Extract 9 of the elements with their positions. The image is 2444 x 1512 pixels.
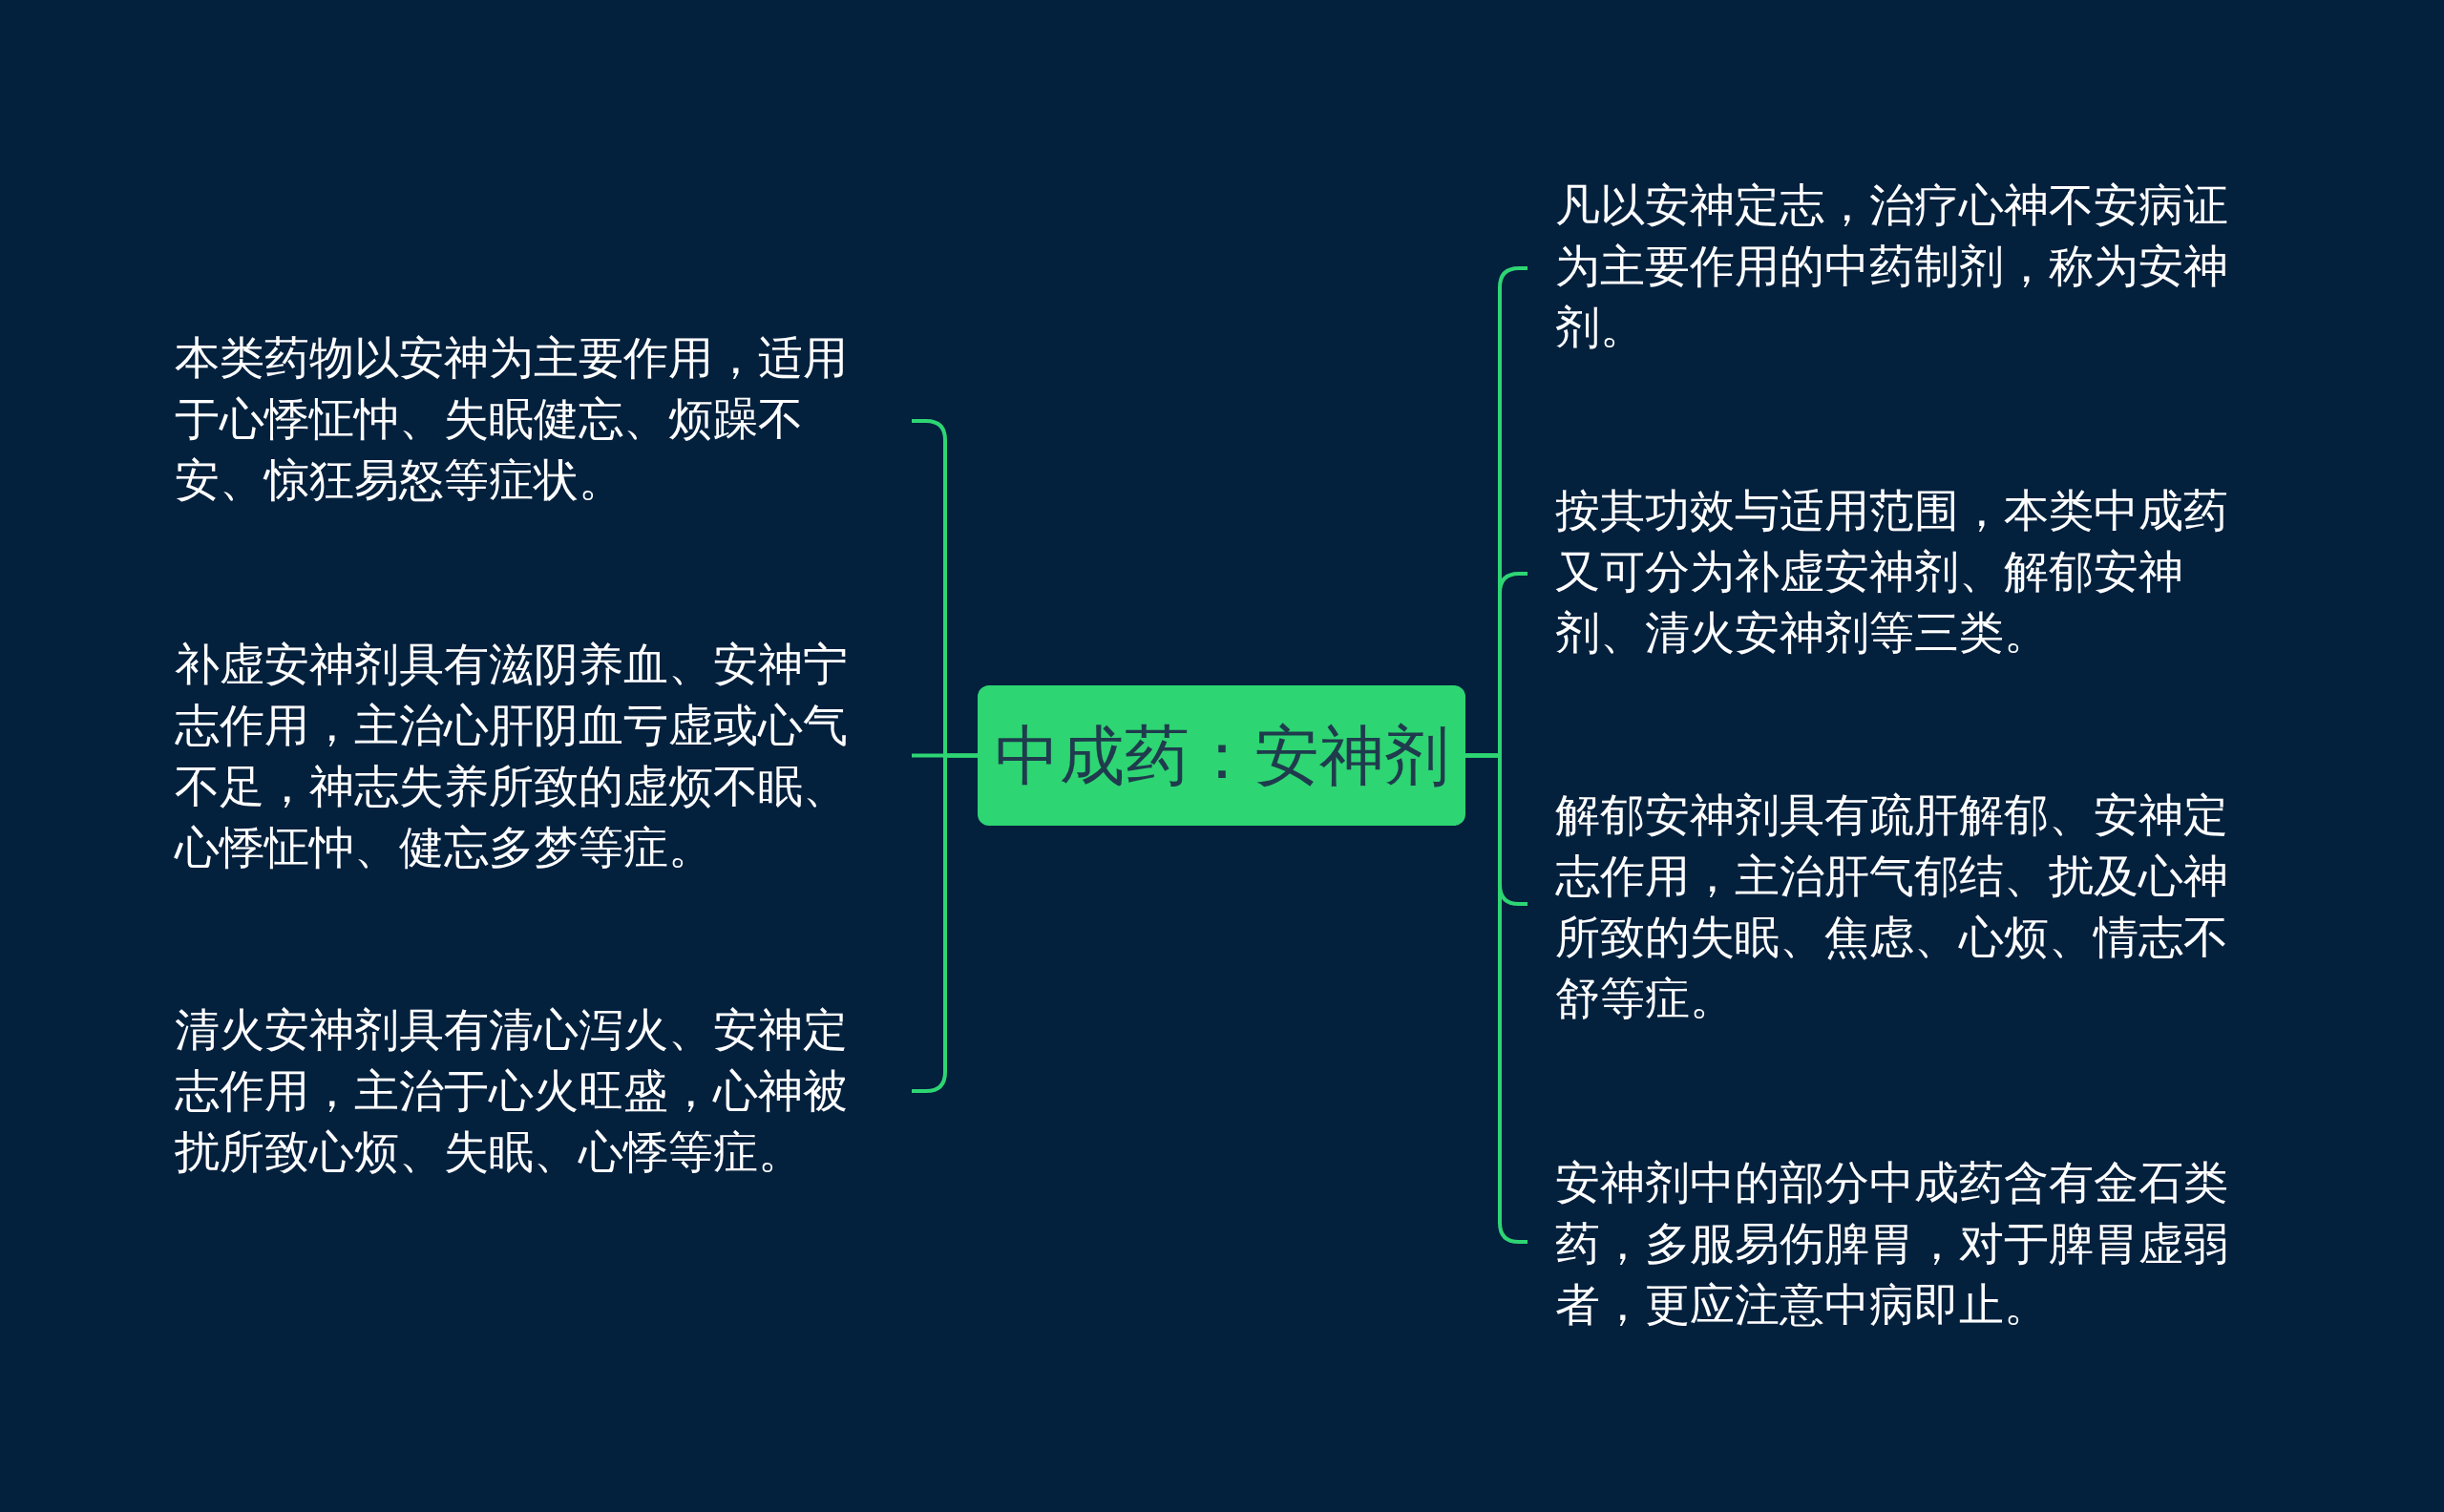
branch-text: 凡以安神定志，治疗心神不安病证为主要作用的中药制剂，称为安神剂。 <box>1555 178 2229 355</box>
branch-text: 安神剂中的部分中成药含有金石类药，多服易伤脾胃，对于脾胃虚弱者，更应注意中病即止。 <box>1555 1155 2229 1333</box>
branch-text: 清火安神剂具有清心泻火、安神定志作用，主治于心火旺盛，心神被扰所致心烦、失眠、心悸等症。 <box>175 1002 849 1180</box>
branch-text: 按其功效与适用范围，本类中成药又可分为补虚安神剂、解郁安神剂、清火安神剂等三类。 <box>1555 483 2229 661</box>
branch-text: 本类药物以安神为主要作用，适用于心悸怔忡、失眠健忘、烦躁不安、惊狂易怒等症状。 <box>175 330 849 508</box>
branch-text: 补虚安神剂具有滋阴养血、安神宁志作用，主治心肝阴血亏虚或心气不足，神志失养所致的虚烦不眠、心悸怔忡、健忘多梦等症。 <box>175 637 849 875</box>
topic-title: 中成药：安神剂 <box>994 717 1449 794</box>
branch-text: 解郁安神剂具有疏肝解郁、安神定志作用，主治肝气郁结、扰及心神所致的失眠、焦虑、心烦、情志不舒等症。 <box>1555 788 2229 1026</box>
topic-box <box>978 685 1465 826</box>
